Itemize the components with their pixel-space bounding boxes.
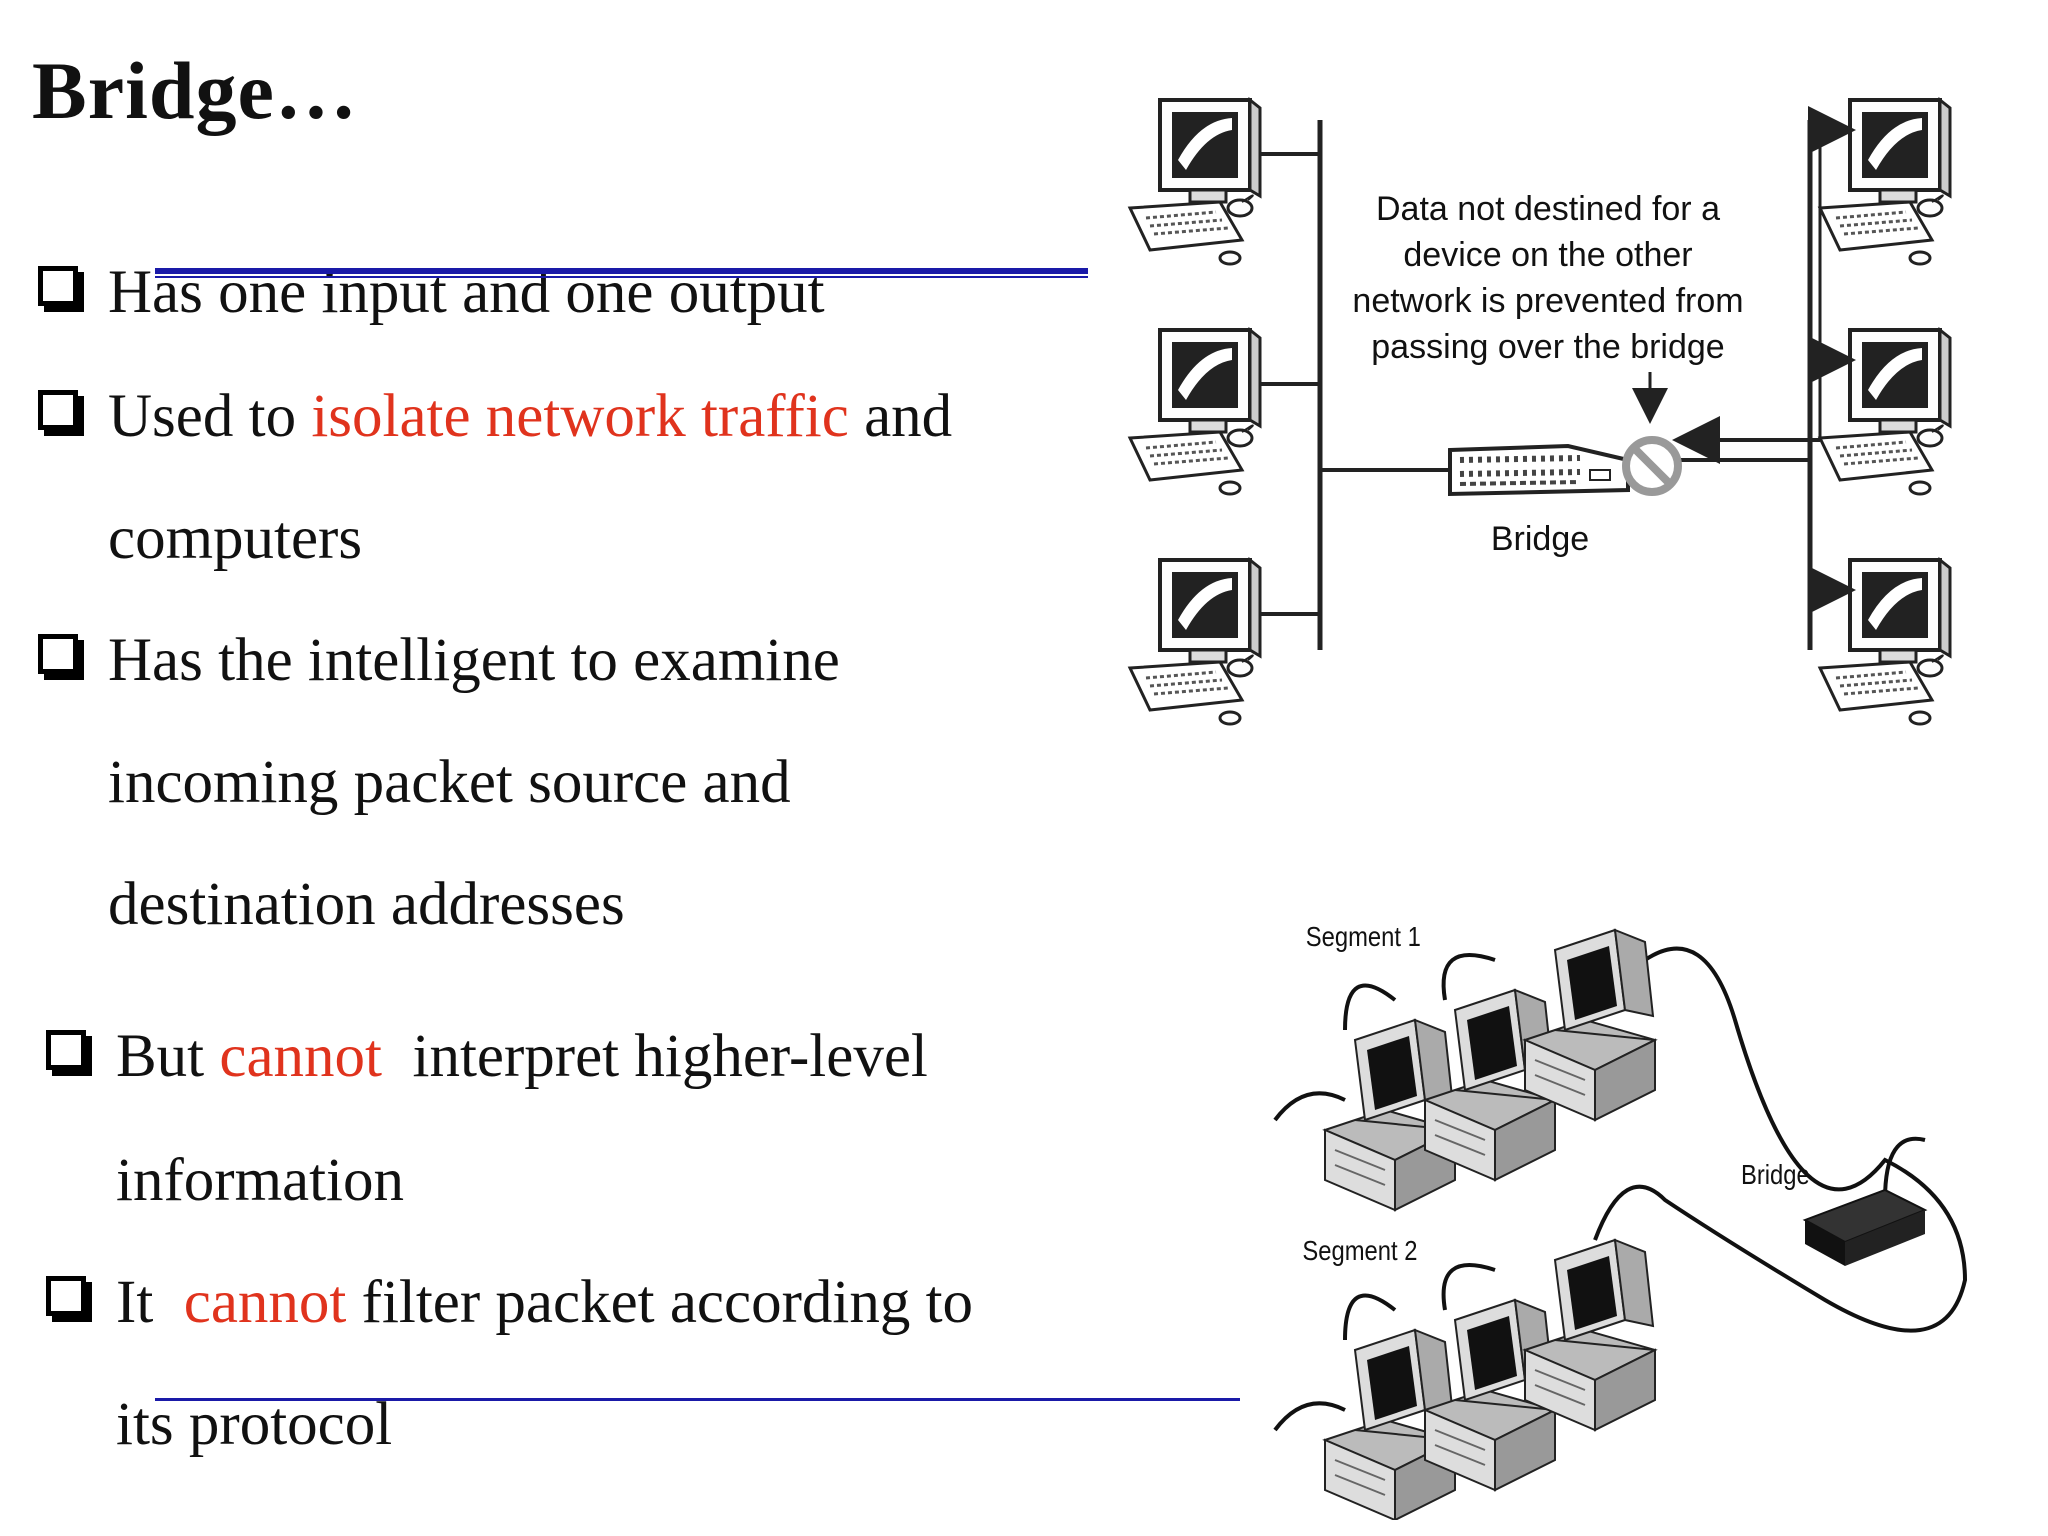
bridge-filter-diagram: Data not destined for a device on the ot… (1128, 98, 1952, 726)
bullet-3-text-c: destination addresses (108, 871, 625, 938)
ink-annotation-top (155, 268, 1088, 274)
bullet-2-line-1: Used to isolate network traffic and (108, 386, 952, 447)
diagram-caption-line-4: passing over the bridge (1371, 328, 1724, 366)
bullet-3-line-2: incoming packet source and (108, 752, 791, 813)
segments-bridge-diagram: Segment 1 Segment 2 Bridge (1273, 920, 1968, 1520)
segment-1-label: Segment 1 (1306, 920, 1421, 952)
computer-left-3-icon (1128, 558, 1262, 726)
bullet-5-line-2: its protocol (116, 1394, 392, 1455)
bullet-5-line-1: It cannot filter packet according to (116, 1272, 973, 1333)
bullet-4-text-b: interpret higher-level (382, 1023, 928, 1090)
bridge-box-icon (1802, 1188, 1928, 1266)
bullet-checkbox-5 (46, 1276, 86, 1316)
computer-left-2-icon (1128, 328, 1262, 496)
bullet-4-text-a: But (116, 1023, 220, 1090)
slide-title: Bridge… (32, 45, 358, 136)
ink-annotation-bottom (155, 1398, 1240, 1401)
diagram-caption-line-1: Data not destined for a (1376, 190, 1720, 228)
bullet-4-line-1: But cannot interpret higher-level (116, 1026, 928, 1087)
bullet-3-text-a: Has the intelligent to examine (108, 627, 840, 694)
bullet-5-text-a: It (116, 1269, 184, 1336)
bullet-2-text-a: Used to (108, 383, 312, 450)
bullet-checkbox-1 (38, 266, 78, 306)
bridge-label: Bridge (1491, 520, 1589, 558)
bullet-2-text-b: and (848, 383, 953, 450)
bullet-2-line-2: computers (108, 508, 362, 569)
bullet-checkbox-3 (38, 634, 78, 674)
bullet-checkbox-4 (46, 1030, 86, 1070)
diagram-caption-line-2: device on the other (1403, 236, 1692, 274)
bullet-4-line-2: information (116, 1150, 404, 1211)
computer-left-1-icon (1128, 98, 1262, 266)
ink-annotation-top-second (155, 276, 1088, 278)
computer-right-3-icon (1818, 558, 1952, 726)
bullet-checkbox-2 (38, 390, 78, 430)
bullet-3-line-3: destination addresses (108, 874, 625, 935)
segment-2-label: Segment 2 (1302, 1234, 1417, 1266)
bullet-2-highlight: isolate network traffic (311, 383, 849, 450)
bullet-3-line-1: Has the intelligent to examine (108, 630, 840, 691)
computer-right-1-icon (1818, 98, 1952, 266)
computer-right-2-icon (1818, 328, 1952, 496)
bottom-bridge-label: Bridge (1741, 1158, 1810, 1190)
blocked-icon (1622, 436, 1682, 496)
bullet-3-text-b: incoming packet source and (108, 749, 791, 816)
bullet-5-text-c: its protocol (116, 1391, 393, 1458)
bridge-device-icon (1448, 443, 1630, 497)
diagram-caption-line-3: network is prevented from (1352, 282, 1743, 320)
bullet-2-text-c: computers (108, 505, 363, 572)
bullet-5-text-b: filter packet according to (346, 1269, 974, 1336)
bullet-5-highlight: cannot (183, 1269, 347, 1336)
bullet-4-highlight: cannot (219, 1023, 382, 1090)
bullet-4-text-c: information (116, 1147, 404, 1214)
